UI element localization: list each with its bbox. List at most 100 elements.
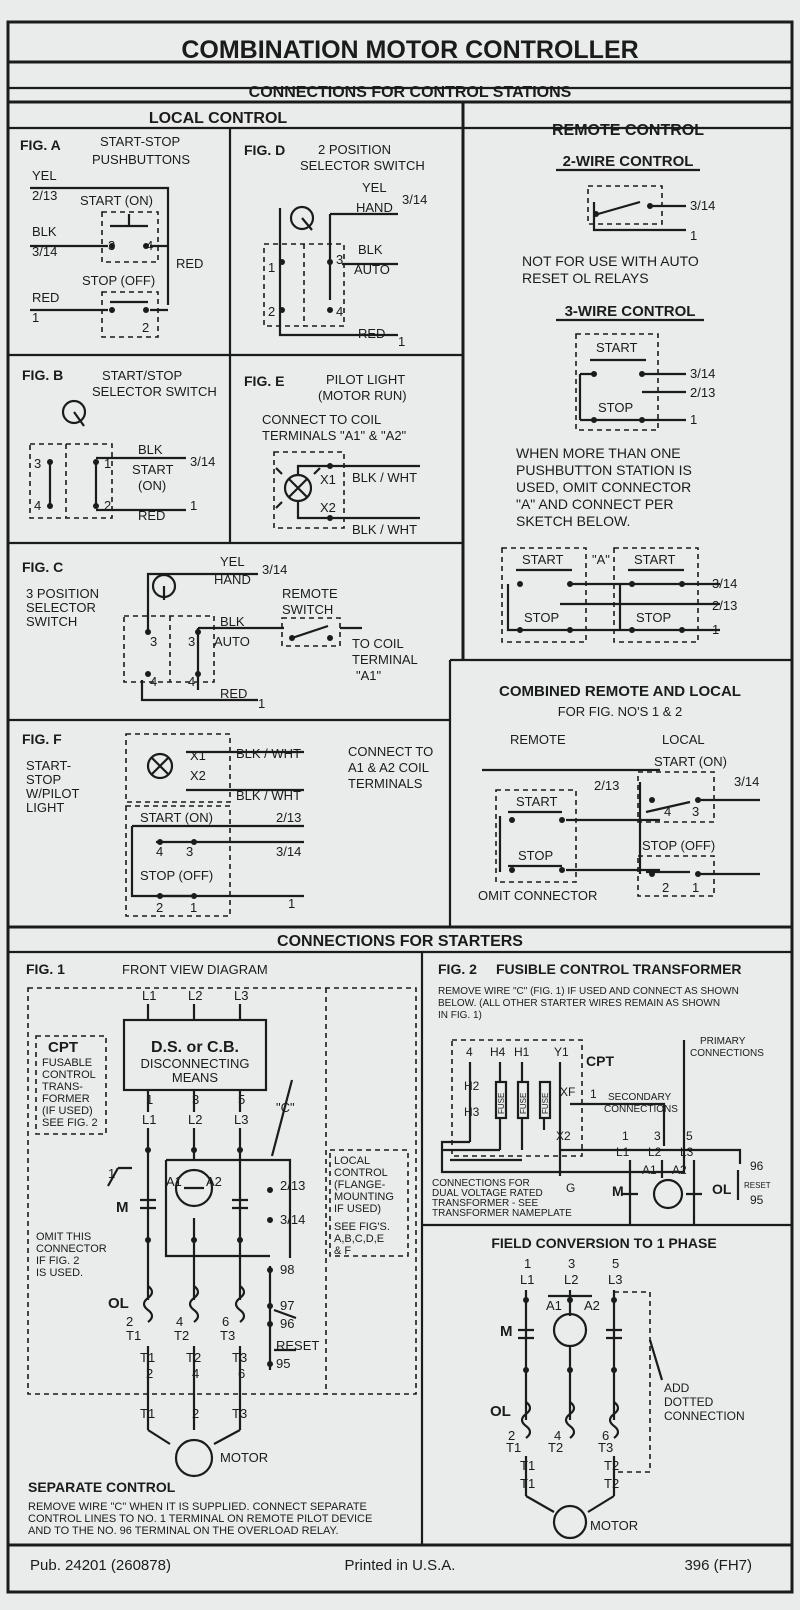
fig-1-213: 2/13 [280,1178,305,1193]
field-l2: L2 [564,1272,578,1287]
local-control-heading: LOCAL CONTROL [149,110,288,127]
fig-1-cpt3: TRANS- [42,1081,83,1093]
fig-2-r2: BELOW. (ALL OTHER STARTER WIRES REMAIN A… [438,998,720,1009]
fig-1-L2: L2 [188,988,202,1003]
fig-2-fuse-c: FUSE [541,1093,550,1114]
field-o2: 2 [508,1428,515,1443]
fig-c-yel: YEL [220,554,245,569]
fig-2-label: FIG. 2 [438,961,477,977]
fig-c: FIG. C 3 POSITION SELECTOR SWITCH YEL HA… [22,554,418,711]
fig-f-bw1: BLK / WHT [236,746,301,761]
fig-1-cpt6: SEE FIG. 2 [42,1117,98,1129]
field-n1: 1 [524,1256,531,1271]
combined-remote-local: COMBINED REMOTE AND LOCAL FOR FIG. NO'S … [478,683,760,903]
fig-1-lc6: SEE FIG'S. [334,1221,390,1233]
three-wire-control: 3-WIRE CONTROL START STOP 3/14 2/13 1 WH… [516,303,715,529]
fig-2-d4: TRANSFORMER NAMEPLATE [432,1208,572,1219]
fig-d-n3: 3 [336,252,343,267]
fig-2-xf: XF [560,1085,575,1099]
fig-1-sep3: AND TO THE NO. 96 TERMINAL ON THE OVERLO… [28,1525,339,1537]
field-bt1: T1 [520,1458,535,1473]
fig-1-lc4: MOUNTING [334,1191,394,1203]
fig-1-lc3: (FLANGE- [334,1179,386,1191]
sketch-213: 2/13 [712,598,737,613]
fig-1-sep: SEPARATE CONTROL [28,1479,176,1495]
fig-1-bl1: L1 [142,1112,156,1127]
fig-c-314: 3/14 [262,562,287,577]
fig-2-sec1: SECONDARY [608,1092,671,1103]
fig-d-title1: 2 POSITION [318,142,391,157]
fig-c-auto: AUTO [214,634,250,649]
fig-b-title2: SELECTOR SWITCH [92,384,217,399]
multi-station-sketch: START "A" START STOP STOP 3/14 2/13 1 [501,547,737,643]
fig-f-x1: X1 [190,748,206,763]
field-motor: MOTOR [590,1518,638,1533]
fig-c-coil1: TO COIL [352,636,404,651]
fig-1-o2: 2 [126,1314,133,1329]
combined-n3: 3 [692,804,699,819]
fig-c-l2: SELECTOR [26,600,96,615]
combined-title: COMBINED REMOTE AND LOCAL [499,683,741,700]
fig-1-lc7: A,B,C,D,E [334,1233,384,1245]
fig-b-start: START [132,462,173,477]
fig-b-on: (ON) [138,478,166,493]
fig-b: FIG. B START/STOP SELECTOR SWITCH 3 1 4 … [22,367,217,523]
two-wire-note2: RESET OL RELAYS [522,270,649,286]
fig-1-ot2: T2 [174,1328,189,1343]
fig-2-c5: 5 [686,1129,693,1143]
fig-c-label: FIG. C [22,559,63,575]
fig-c-coil2: TERMINAL [352,652,418,667]
fig-1-sep1: REMOVE WIRE "C" WHEN IT IS SUPPLIED. CON… [28,1501,367,1513]
field-o4: 4 [554,1428,561,1443]
fig-f-start: START (ON) [140,810,213,825]
fig-b-title1: START/STOP [102,368,182,383]
fig-2-sec2: CONNECTIONS [604,1104,678,1115]
fig-2-l1: L1 [616,1145,630,1159]
three-wire-note4: "A" AND CONNECT PER [516,496,674,512]
three-wire-t1: 1 [690,412,697,427]
fig-e: FIG. E PILOT LIGHT (MOTOR RUN) CONNECT T… [244,372,420,537]
field-mt1: T1 [520,1476,535,1491]
fig-f-n4: 4 [156,844,163,859]
field-m: M [500,1323,513,1340]
fig-2-title: FUSIBLE CONTROL TRANSFORMER [496,961,742,977]
fig-c-l3: SWITCH [26,614,77,629]
fig-d-blk: BLK [358,242,383,257]
fig-f-l2: STOP [26,772,61,787]
fig-b-blk: BLK [138,442,163,457]
fig-d-n1: 1 [268,260,275,275]
fig-f-213: 2/13 [276,810,301,825]
combined-n4: 4 [664,804,671,819]
fig-e-label: FIG. E [244,373,284,389]
fig-2-r1: REMOVE WIRE "C" (FIG. 1) IF USED AND CON… [438,986,739,997]
fig-a-213: 2/13 [32,188,57,203]
fig-1-lc1: LOCAL [334,1155,370,1167]
fig-d: FIG. D 2 POSITION SELECTOR SWITCH YEL HA… [244,142,427,349]
fig-2-l3: L3 [680,1145,694,1159]
fig-b-314: 3/14 [190,454,215,469]
fig-1-ol: OL [108,1295,129,1312]
fig-a-start: START (ON) [80,193,153,208]
field-a2: A2 [584,1298,600,1313]
three-wire-note2: PUSHBUTTON STATION IS [516,462,692,478]
fig-d-n4: 4 [336,304,343,319]
fig-1-o4: 4 [176,1314,183,1329]
fig-1-b6: 6 [238,1366,245,1381]
combined-n1: 1 [692,880,699,895]
two-wire-title: 2-WIRE CONTROL [563,153,694,170]
fig-2-a1: A1 [642,1163,657,1177]
fig-1-n3: 3 [192,1092,199,1107]
fig-b-t1: 1 [190,498,197,513]
fig-1-omit2: CONNECTOR [36,1243,107,1255]
combined-stop-off: STOP (OFF) [642,838,715,853]
field-add3: CONNECTION [664,1409,745,1423]
fig-1-o6: 6 [222,1314,229,1329]
fig-1-label: FIG. 1 [26,961,65,977]
fig-a: FIG. A START-STOP PUSHBUTTONS YEL 2/13 S… [20,134,203,338]
fig-2-s1: 1 [590,1087,597,1101]
main-title: COMBINATION MOTOR CONTROLLER [181,36,638,64]
fig-2: FIG. 2 FUSIBLE CONTROL TRANSFORMER REMOV… [432,961,771,1225]
combined-sub: FOR FIG. NO'S 1 & 2 [558,704,683,719]
fig-a-title1: START-STOP [100,134,180,149]
field-ol: OL [490,1403,511,1420]
